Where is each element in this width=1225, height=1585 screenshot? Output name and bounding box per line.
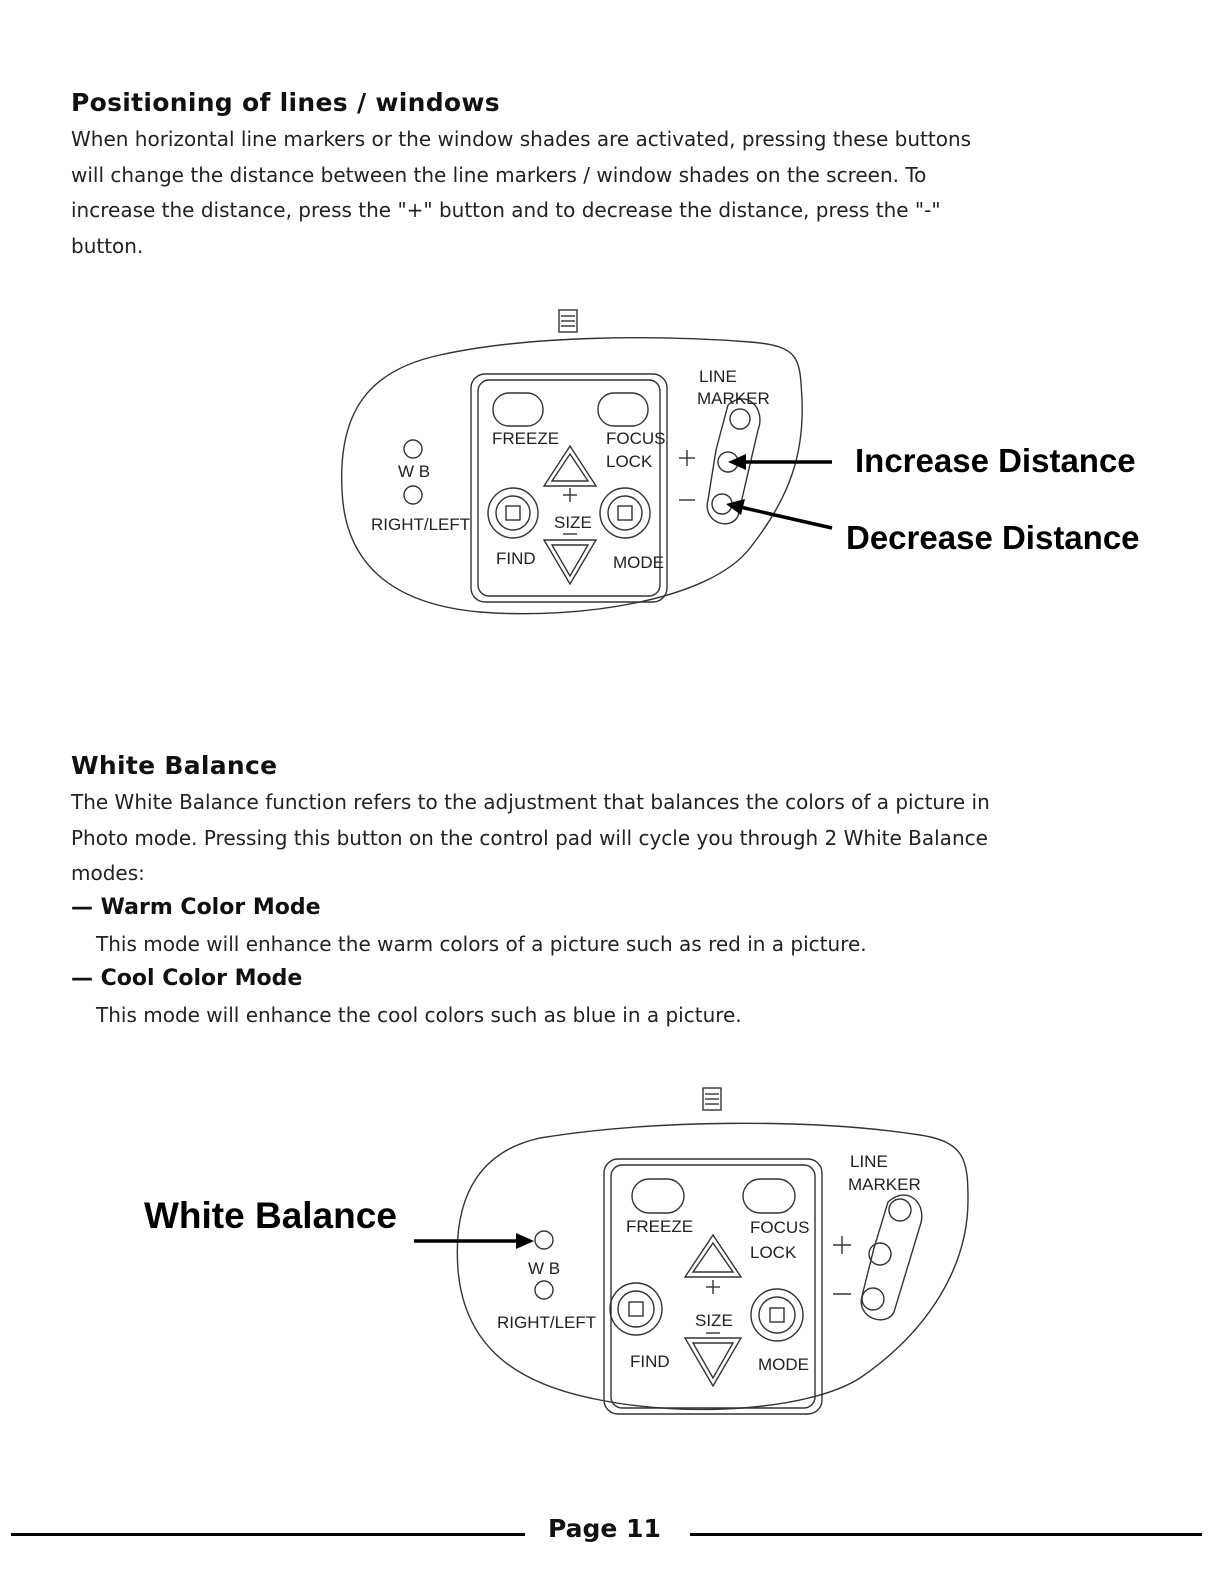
label-freeze: FREEZE	[492, 429, 559, 448]
callout-increase-distance: Increase Distance	[855, 442, 1136, 479]
page-number: Page 11	[548, 1514, 661, 1543]
label-lock: LOCK	[606, 452, 653, 471]
label-marker: MARKER	[697, 389, 770, 408]
label-find: FIND	[630, 1352, 670, 1371]
label-right-left: RIGHT/LEFT	[497, 1313, 596, 1332]
label-right-left: RIGHT/LEFT	[371, 515, 470, 534]
arrow-white-balance-icon	[516, 1233, 534, 1249]
label-size: SIZE	[695, 1311, 733, 1330]
arrow-increase-icon	[728, 454, 746, 470]
footer-rule-right	[690, 1533, 1202, 1536]
arrow-decrease-icon	[726, 499, 745, 515]
cool-color-mode-text: This mode will enhance the cool colors s…	[96, 1003, 742, 1027]
label-focus: FOCUS	[750, 1218, 810, 1237]
paragraph-line: The White Balance function refers to the…	[71, 790, 990, 814]
cool-color-mode-title: — Cool Color Mode	[71, 966, 303, 991]
label-line: LINE	[850, 1152, 888, 1171]
label-marker: MARKER	[848, 1175, 921, 1194]
paragraph-line: will change the distance between the lin…	[71, 162, 927, 187]
warm-color-mode-text: This mode will enhance the warm colors o…	[96, 932, 867, 956]
paragraph-line: Photo mode. Pressing this button on the …	[71, 825, 988, 850]
paragraph-line: increase the distance, press the "+" but…	[71, 198, 941, 222]
label-line: LINE	[699, 367, 737, 386]
paragraph-line: modes:	[71, 861, 145, 885]
section-heading-white-balance: White Balance	[71, 751, 278, 780]
callout-white-balance: White Balance	[144, 1195, 397, 1236]
label-wb: W B	[398, 462, 430, 481]
section-paragraph-white-balance: The White Balance function refers to the…	[71, 785, 990, 892]
label-size: SIZE	[554, 513, 592, 532]
label-mode: MODE	[758, 1355, 809, 1374]
warm-color-mode-title: — Warm Color Mode	[71, 895, 321, 920]
label-focus: FOCUS	[606, 429, 666, 448]
label-find: FIND	[496, 549, 536, 568]
label-wb: W B	[528, 1259, 560, 1278]
label-lock: LOCK	[750, 1243, 797, 1262]
label-mode: MODE	[613, 553, 664, 572]
section-paragraph-positioning: When horizontal line markers or the wind…	[71, 122, 971, 264]
section-heading-positioning: Positioning of lines / windows	[71, 88, 500, 117]
label-freeze: FREEZE	[626, 1217, 693, 1236]
controller-diagram-1: LINE MARKER FREEZE FOCUS LOCK W B RIGHT/…	[340, 309, 1140, 615]
footer-rule-left	[11, 1533, 525, 1536]
paragraph-line: When horizontal line markers or the wind…	[71, 127, 972, 151]
controller-diagram-2: LINE MARKER FREEZE FOCUS LOCK W B RIGHT/…	[144, 1087, 969, 1415]
paragraph-line: button.	[71, 233, 144, 258]
callout-decrease-distance: Decrease Distance	[846, 519, 1140, 556]
